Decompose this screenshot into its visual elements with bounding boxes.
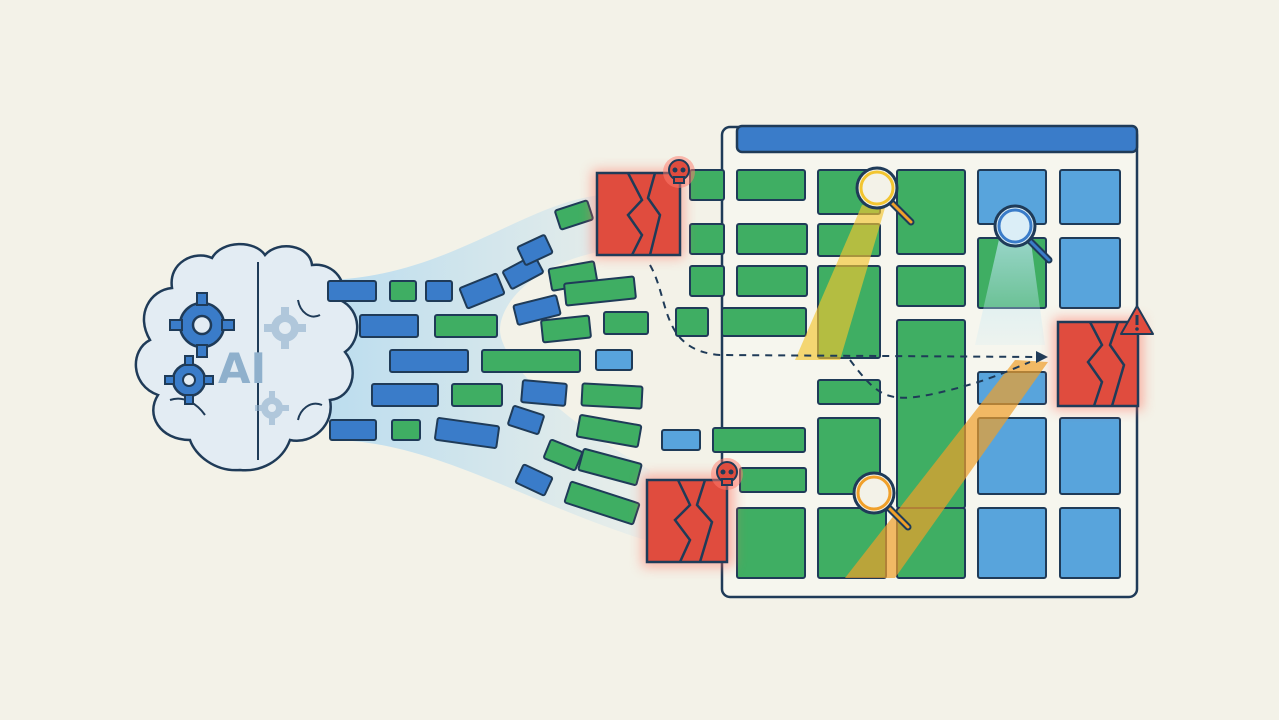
data-block [502, 254, 544, 290]
data-block [603, 311, 649, 335]
gear-icon [255, 391, 289, 425]
data-block [481, 349, 581, 373]
data-block [896, 169, 966, 255]
search-beam-light [975, 235, 1045, 345]
data-block [689, 265, 725, 297]
gear-icon [169, 292, 235, 358]
broken-block-icon [642, 475, 734, 567]
data-block [1059, 237, 1121, 309]
data-block [434, 417, 500, 449]
data-block [661, 429, 701, 451]
data-block [389, 349, 469, 373]
data-block [689, 169, 725, 201]
data-block [977, 507, 1047, 579]
brain-icon [134, 242, 359, 472]
data-block [458, 272, 506, 310]
data-block [736, 507, 806, 579]
data-block [577, 448, 643, 486]
magnifying-glass-icon [852, 471, 912, 531]
search-beam-yellow [795, 205, 885, 360]
data-block [371, 383, 439, 407]
data-block [563, 480, 641, 526]
data-block [739, 467, 807, 493]
data-block [712, 427, 806, 453]
data-block [595, 349, 633, 371]
gear-icon [264, 307, 306, 349]
magnifying-glass-icon [855, 166, 915, 226]
data-block [736, 223, 808, 255]
data-block [329, 419, 377, 441]
magnifying-glass-icon [993, 204, 1053, 264]
data-block [507, 405, 545, 435]
broken-block-icon [592, 170, 684, 258]
data-block [514, 463, 554, 497]
data-block [391, 419, 421, 441]
data-block [434, 314, 498, 338]
dashed-arrow-icon [649, 264, 1041, 358]
data-block [451, 383, 503, 407]
gear-icon [164, 355, 214, 405]
data-block [689, 223, 725, 255]
data-block [359, 314, 419, 338]
ai-label: AI [218, 344, 266, 393]
data-block [580, 382, 644, 410]
arrow-head [1036, 351, 1048, 363]
data-block [516, 234, 554, 266]
data-block [736, 265, 808, 297]
data-block [554, 199, 594, 231]
data-block [389, 280, 417, 302]
data-block [721, 307, 807, 337]
data-block [425, 280, 453, 302]
warning-icon [1120, 305, 1154, 335]
data-block [736, 169, 806, 201]
search-beam-orange [845, 360, 1048, 578]
data-block [563, 275, 637, 307]
skull-icon [663, 156, 695, 188]
data-block [575, 414, 643, 448]
data-block [520, 379, 568, 407]
data-block [1059, 169, 1121, 225]
data-block [543, 438, 583, 472]
data-block [1059, 507, 1121, 579]
data-block [896, 265, 966, 307]
data-block [675, 307, 709, 337]
data-block [327, 280, 377, 302]
data-block [512, 294, 562, 326]
data-block [1059, 417, 1121, 495]
skull-icon [711, 458, 743, 490]
data-block [540, 314, 592, 344]
grid-header-bar [735, 124, 1139, 154]
